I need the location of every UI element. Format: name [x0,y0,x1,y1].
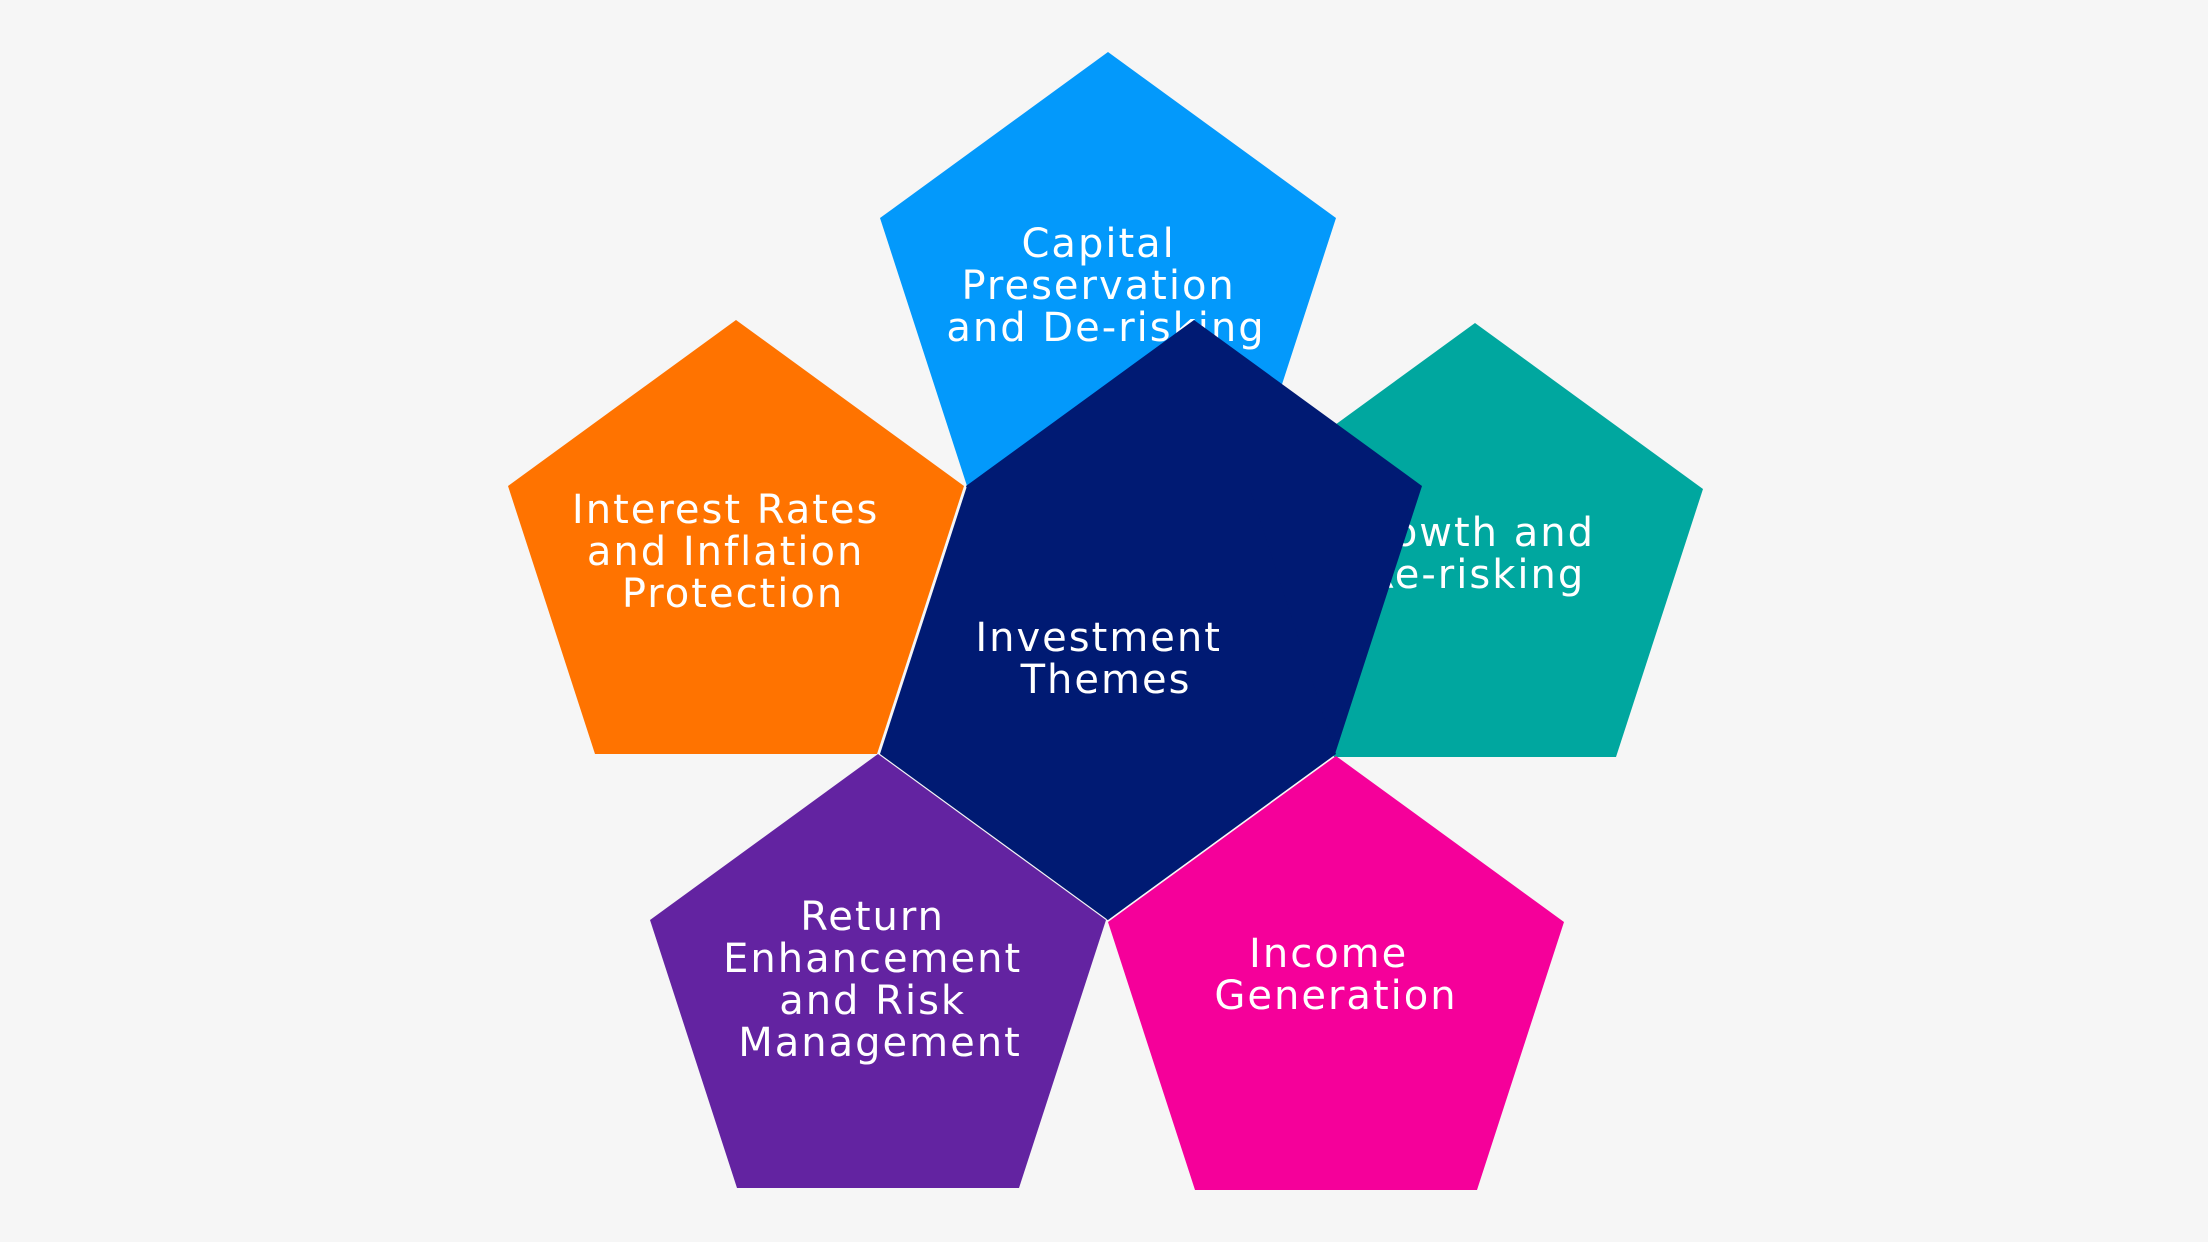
label-return-enhancement: Return Enhancement and Risk Management [723,894,1037,1066]
label-interest-rates: Interest Rates and Inflation Protection [572,487,894,617]
pentagon-income-generation [1108,756,1564,1190]
pentagon-return-enhancement [650,754,1106,1188]
label-center: Investment Themes [975,615,1236,703]
label-income: Income Generation [1214,931,1457,1019]
pentagon-interest-rates [508,320,964,754]
pentagon-center [880,486,1336,920]
